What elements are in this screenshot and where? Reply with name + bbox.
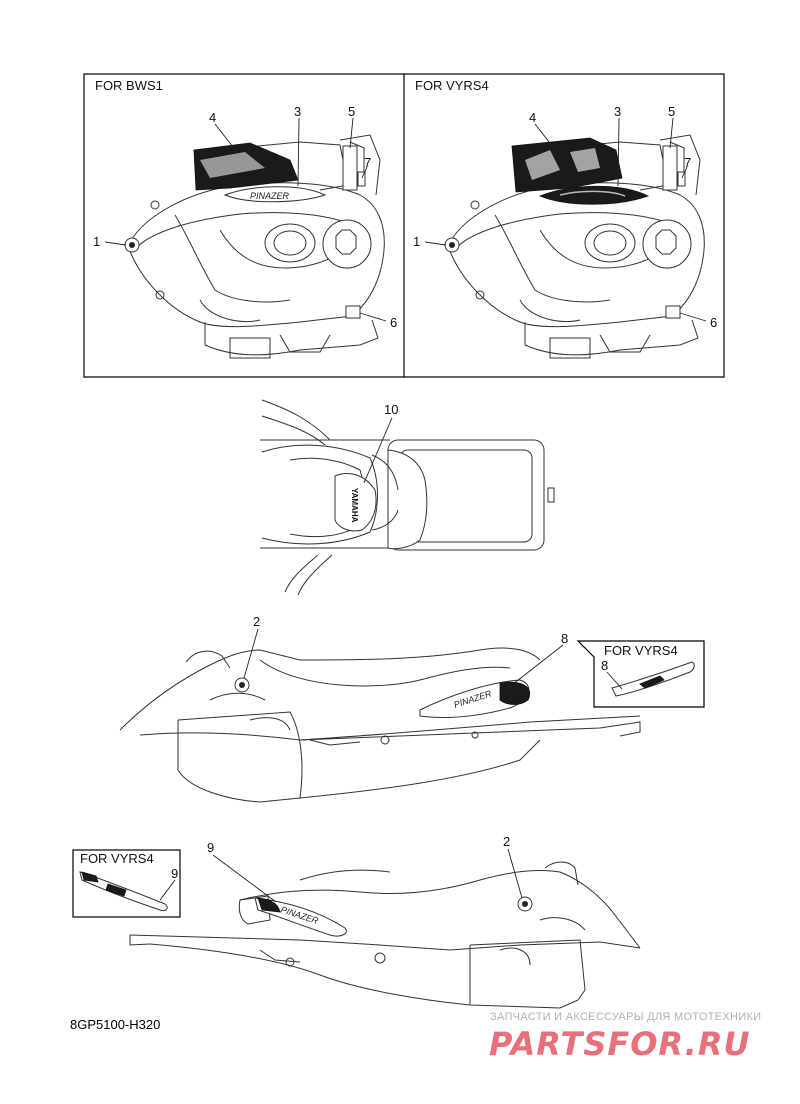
diagram-code: 8GP5100-H320 [70,1017,161,1032]
callout-2-right: 2 [503,834,510,849]
side-view-left: PINAZER [119,647,641,803]
callout-7-vyrs4: 7 [684,155,691,170]
panel-title-bws1: FOR BWS1 [95,78,163,93]
decal-7-bws1 [357,171,366,187]
decal-3-outline-bws1 [223,186,327,203]
callout-6-vyrs4: 6 [710,315,717,330]
inset-9-title: FOR VYRS4 [80,851,154,866]
watermark-caption: ЗАПЧАСТИ И АКСЕССУАРЫ ДЛЯ МОТОТЕХНИКИ [490,1011,762,1023]
panel-title-vyrs4: FOR VYRS4 [415,78,489,93]
decal-6-vyrs4 [665,305,681,319]
callout-9-main: 9 [207,840,214,855]
callout-4-vyrs4: 4 [529,110,536,125]
callout-8-main: 8 [561,631,568,646]
top-view-seat: YAMAHA [260,399,555,596]
callout-3-bws1: 3 [294,104,301,119]
callout-2-left: 2 [253,614,260,629]
callout-7-bws1: 7 [364,155,371,170]
decal-6-bws1 [345,305,361,319]
seat-yamaha-logo: YAMAHA [350,488,359,523]
callout-5-bws1: 5 [348,104,355,119]
callout-8-inset: 8 [601,658,608,673]
callout-10: 10 [384,402,398,417]
front-view-vyrs4 [444,134,705,359]
callout-5-vyrs4: 5 [668,104,675,119]
front-view-bws1: PINAZER [124,134,385,359]
decal-5-vyrs4 [662,145,678,191]
callout-3-vyrs4: 3 [614,104,621,119]
callout-6-bws1: 6 [390,315,397,330]
decal-3-graphic-vyrs4 [538,185,650,205]
watermark-logo: PARTSFOR.RU [489,1025,751,1063]
callout-4-bws1: 4 [209,110,216,125]
inset-8-title: FOR VYRS4 [604,643,678,658]
callout-9-inset: 9 [171,866,178,881]
callout-1-bws1: 1 [93,234,100,249]
side-view-right: PINAZER [129,861,641,1009]
decal-7-vyrs4 [677,171,686,187]
inset-9: FOR VYRS4 9 [72,849,181,918]
callout-1-vyrs4: 1 [413,234,420,249]
inset-8: FOR VYRS4 8 [576,640,705,708]
decal-5-bws1 [342,145,358,191]
svg-text:PINAZER: PINAZER [250,191,290,201]
